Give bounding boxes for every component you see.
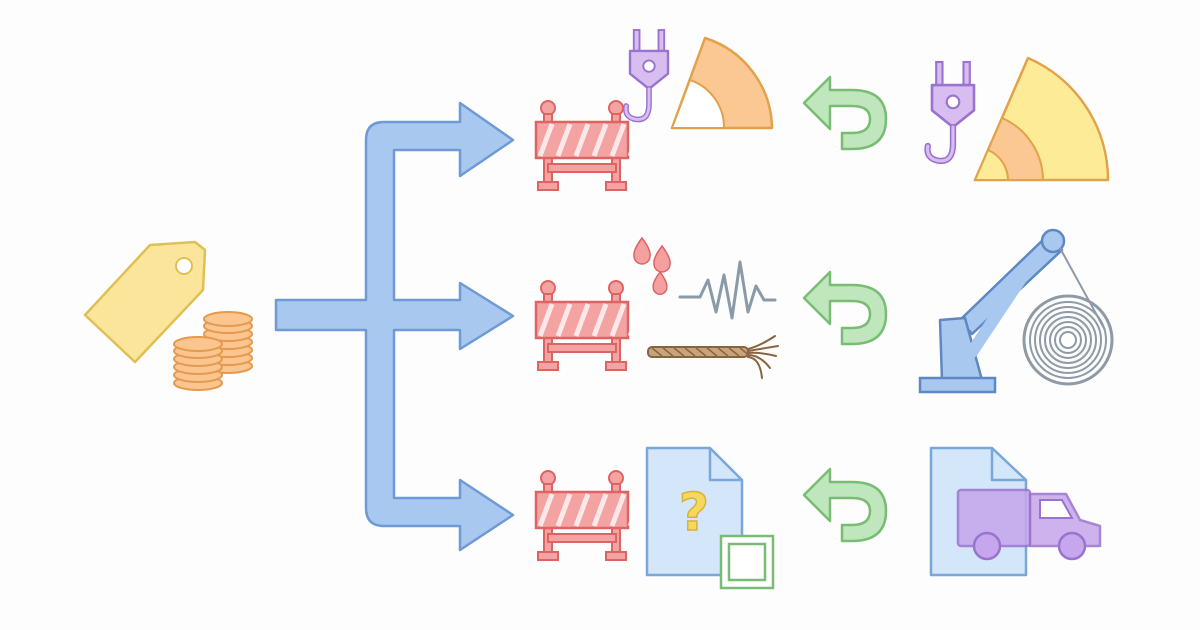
- road-barrier-icon: [534, 470, 645, 561]
- road-barrier-icon: [534, 100, 645, 191]
- branch-arrow-shape: [274, 101, 515, 552]
- water-drops-icon: [633, 236, 671, 295]
- coin-stack-icon: [173, 311, 253, 391]
- road-barrier-icon: [534, 280, 645, 371]
- empty-checkbox-icon: [719, 534, 775, 590]
- question-mark-label: ?: [679, 483, 709, 543]
- branch-arrows: [274, 101, 515, 552]
- price-tag-icon: [83, 240, 207, 364]
- crane-cable-reel-icon: [918, 228, 1114, 394]
- return-arrow-icon: [802, 270, 888, 346]
- delivery-truck-icon: [956, 488, 1102, 561]
- load-chart-sector-icon: [973, 56, 1110, 182]
- crane-hook-icon: [924, 60, 976, 165]
- return-arrow-icon: [802, 75, 888, 151]
- unknown-document-icon: ?: [645, 446, 744, 577]
- return-arrow-icon: [802, 467, 888, 543]
- vibration-wave-icon: [678, 260, 777, 320]
- load-sector-icon: [670, 36, 774, 130]
- crane-hook-icon: [623, 29, 670, 123]
- frayed-rope-icon: [647, 335, 779, 379]
